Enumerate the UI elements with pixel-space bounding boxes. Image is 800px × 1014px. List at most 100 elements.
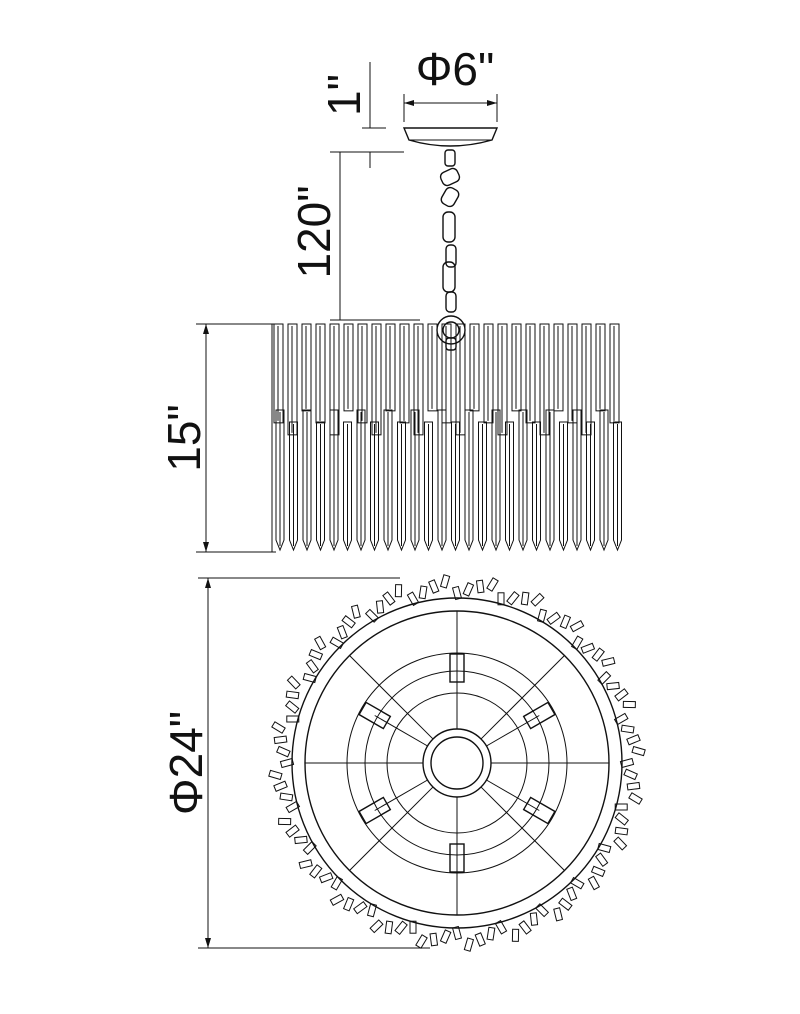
crystal-prism [463,937,475,952]
crystal-prism [572,409,582,552]
crystal-prism [424,421,433,552]
crystal-prism [369,919,384,934]
light-socket [449,653,465,683]
light-socket [522,796,556,825]
crystal-prism [614,826,629,836]
crystal-prism [273,735,288,745]
crystal-prism [455,323,466,436]
light-sockets [358,653,556,873]
crystal-prism [553,907,564,922]
crystal-prism [620,724,635,734]
crystal-prism [613,712,629,726]
crystal-prism [536,608,548,623]
crystal-prism [308,648,324,661]
crystal-prism [597,842,612,854]
crystal-prism [623,768,638,781]
crystal-prism [580,642,596,654]
crystal-prism [606,681,620,691]
crystal-prism [302,840,317,856]
crystal-prism [286,675,301,690]
crystal-prism [486,577,499,592]
crystal-prism [491,409,501,552]
crystal-prism [285,690,300,700]
crystal-prism [497,323,508,436]
crystal-prism [529,912,539,926]
crystal-prism [289,421,298,552]
crystal-prism [597,670,612,686]
crystal-prism [566,886,578,902]
crystal-prism [569,619,585,633]
crystal-prism [330,875,344,891]
crystal-prism [418,585,428,600]
crystal-prism [520,591,530,606]
spoke [349,786,434,871]
canopy [402,127,499,147]
crystal-prism [285,824,300,838]
crystal-prism [271,721,286,734]
crystal-prism [570,635,584,651]
crystal-prism [298,859,313,870]
spoke [349,655,434,740]
crystal-prism [429,932,439,947]
crystal-prism [511,323,522,412]
crystal-prism [451,585,463,601]
crystal-prism [329,636,345,650]
crystal-prism [475,579,485,594]
fixture-top-view [268,574,646,952]
lower-crystal-tier [275,409,622,552]
crystal-prism [439,929,452,944]
crystal-prism [343,421,352,552]
crystal-prism [569,876,585,890]
crystal-prism [278,817,292,826]
crystal-prism [399,323,410,424]
crystal-prism [599,409,609,552]
light-socket [522,701,556,730]
crystal-prism [294,835,308,845]
crystal-prism [559,614,572,630]
crystal-prism [437,409,447,552]
fixture-diameter-dimension: Φ24" [160,577,430,949]
crystal-prism [287,323,298,436]
crystal-prism [315,323,326,424]
chain [436,149,466,351]
fixture-side-view [271,323,622,552]
crystal-prism [342,896,355,912]
light-socket [449,843,465,873]
crystal-prism [546,611,561,625]
frame-spokes [305,611,609,915]
crystal-prism [505,421,514,552]
crystal-prism [486,926,496,941]
crystal-fringe [268,574,646,952]
crystal-prism [356,409,366,552]
crystal-prism [375,600,385,614]
crystal-prism [336,624,348,640]
crystal-prism [559,421,568,552]
crystal-prism [409,920,417,934]
crystal-prism [394,920,408,936]
center-hub-inner [430,736,484,790]
crystal-prism [483,323,494,424]
crystal-prism [371,323,382,436]
crystal-prism [469,323,480,412]
crystal-prism [382,591,396,606]
crystal-prism [427,323,438,412]
crystal-prism [357,323,368,424]
spoke [480,655,565,740]
crystal-prism [341,615,356,629]
fixture-height-dimension: 15" [158,323,276,553]
crystal-prism [462,582,475,597]
crystal-prism [511,928,520,942]
crystal-prism [313,635,327,651]
crystal-prism [279,792,294,802]
crystal-prism [397,421,406,552]
crystal-prism [494,919,508,935]
crystal-prism [302,672,317,684]
crystal-prism [558,897,573,911]
crystal-prism [383,409,393,552]
crystal-prism [329,893,345,907]
crystal-prism [545,409,555,552]
crystal-prism [316,421,325,552]
crystal-prism [518,409,528,552]
crystal-prism [525,323,536,424]
crystal-prism [406,591,420,607]
